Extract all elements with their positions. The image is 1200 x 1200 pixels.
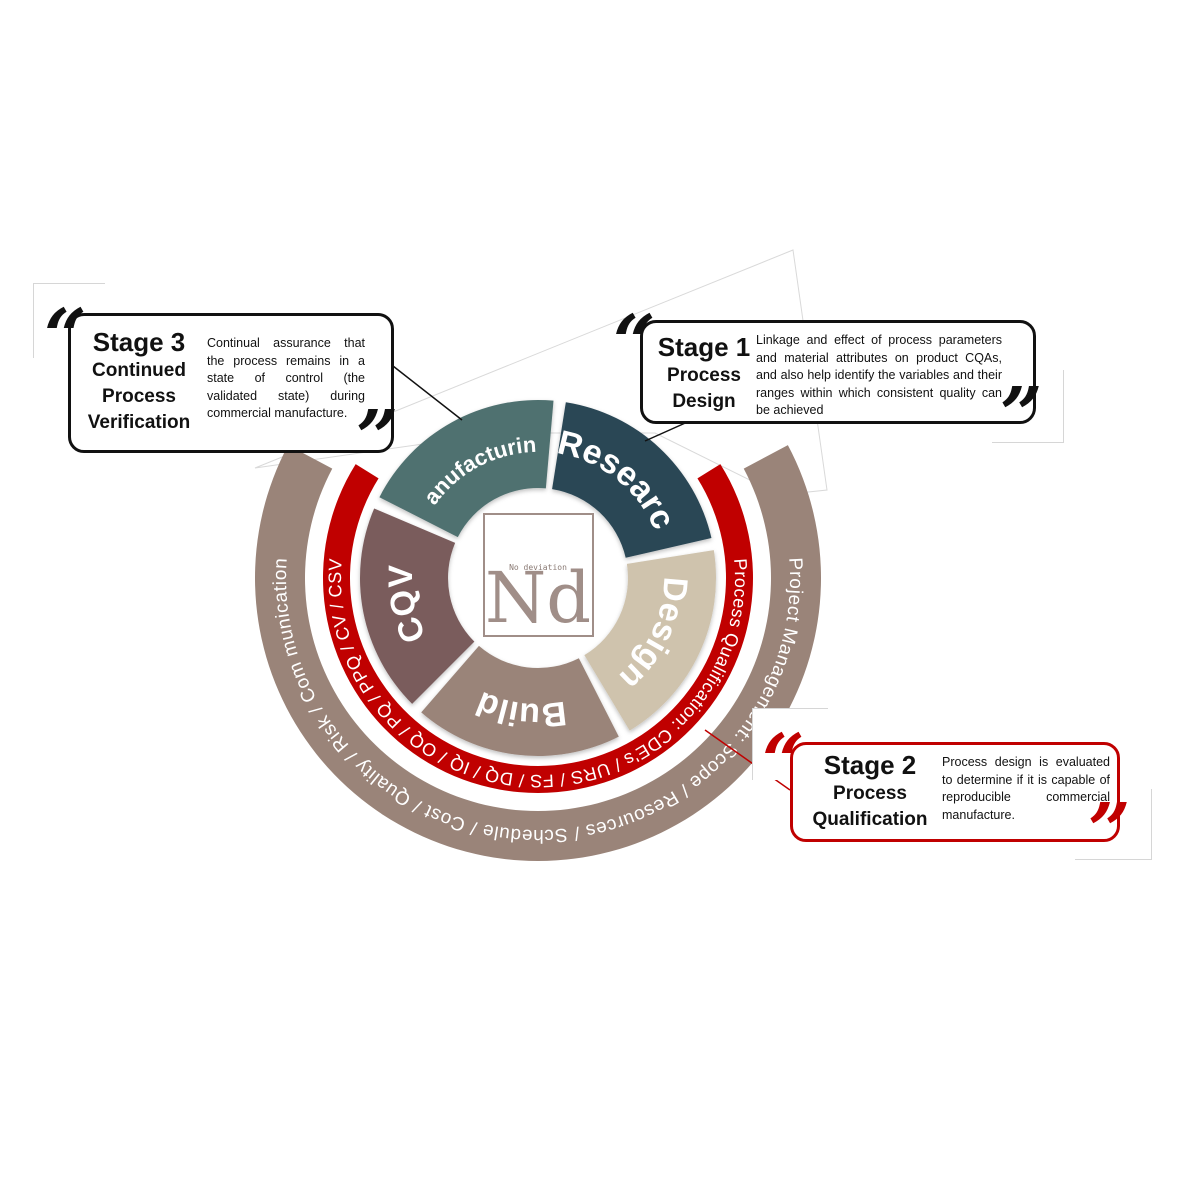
stage2-name-line2: Qualification (812, 809, 928, 830)
stage1-close-quote-mark: ” (1000, 372, 1043, 458)
stage3-number: Stage 3 (92, 327, 186, 357)
stage2-title: Stage 2 Process Qualification (799, 749, 941, 833)
stage2-open-quote-mark: “ (762, 719, 805, 805)
stage3-name-line2: Process (102, 386, 176, 407)
project-management-ring (254, 445, 822, 862)
stage1-callout: Stage 1 Process Design Linkage and effec… (640, 320, 1036, 424)
stage2-callout: Stage 2 Process Qualification Process de… (790, 742, 1120, 842)
logo-letters: Nd (485, 557, 591, 639)
stage3-description: Continual assurance that the process rem… (207, 336, 365, 420)
stage2-close-quote-mark: ” (1088, 788, 1131, 874)
stage1-description: Linkage and effect of process parameters… (756, 333, 1002, 417)
stage3-connector (392, 365, 463, 421)
wheel-segment-cqv (360, 508, 475, 704)
stage3-name-line3: Verification (87, 412, 191, 433)
stage3-callout: Stage 3 Continued Process Verification C… (68, 313, 394, 453)
stage1-name-line2: Design (672, 391, 736, 412)
stage2-name-line1: Process (833, 783, 907, 804)
wheel-segment-build (421, 645, 619, 756)
stage3-name-line1: Continued (92, 360, 186, 381)
stage1-number: Stage 1 (657, 332, 751, 362)
wheel-segment-manufacturing (379, 399, 554, 538)
stage1-open-quote-mark: “ (613, 300, 656, 386)
logo-tagline: No deviation (509, 563, 567, 572)
stage2-connector (704, 729, 791, 791)
stage1-title: Stage 1 Process Design (653, 331, 755, 415)
stage3-open-quote-mark: “ (44, 294, 87, 380)
stage3-title: Stage 3 Continued Process Verification (77, 326, 201, 436)
nd-logo: Nd No deviation (483, 513, 594, 639)
stage1-name-line1: Process (667, 365, 741, 386)
wheel-segment-design (584, 550, 716, 731)
stage2-number: Stage 2 (823, 750, 917, 780)
stage2-description: Process design is evaluated to determine… (942, 755, 1110, 822)
wheel-segment-research (552, 402, 712, 558)
stage3-close-quote-mark: ” (356, 395, 399, 481)
process-qualification-ring (322, 464, 753, 794)
